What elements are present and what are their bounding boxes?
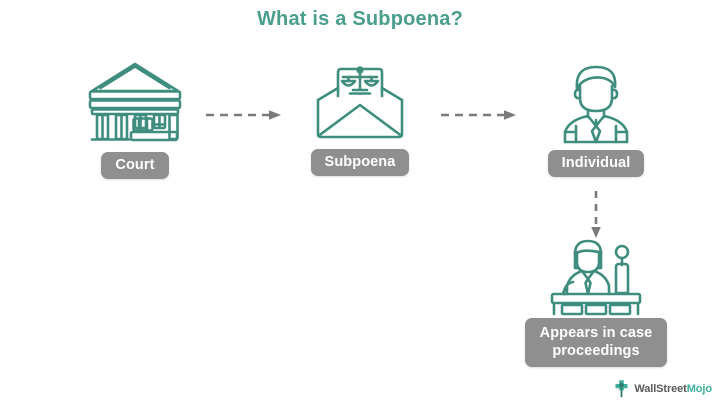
flow-node-proceedings: Appears in case proceedings [525, 238, 667, 368]
witness-stand-icon [540, 238, 652, 316]
watermark-text-secondary: Mojo [686, 382, 712, 395]
page-title: What is a Subpoena? [256, 8, 464, 30]
wallstreetmojo-logo-icon [613, 379, 630, 398]
node-label-proceedings: Appears in case proceedings [525, 318, 667, 368]
arrow-court-to-subpoena [205, 108, 287, 122]
node-label-court: Court [101, 152, 169, 179]
flow-node-subpoena: Subpoena [302, 58, 418, 176]
node-label-individual: Individual [547, 150, 645, 177]
node-label-proceedings-line1: Appears in case [539, 325, 653, 341]
node-label-subpoena: Subpoena [310, 149, 410, 176]
watermark-text: WallStreetMojo [634, 383, 712, 395]
flow-node-individual: Individual [536, 58, 656, 177]
arrow-subpoena-to-individual [440, 108, 522, 122]
envelope-scales-icon [310, 58, 410, 146]
person-bust-icon [548, 58, 644, 146]
flow-node-court: Court [77, 58, 193, 179]
courthouse-icon [83, 58, 187, 146]
watermark-text-primary: WallStreet [634, 382, 687, 395]
arrow-individual-to-proceedings [589, 190, 603, 240]
node-label-proceedings-line2: proceedings [552, 343, 640, 360]
watermark: WallStreetMojo [613, 379, 712, 398]
